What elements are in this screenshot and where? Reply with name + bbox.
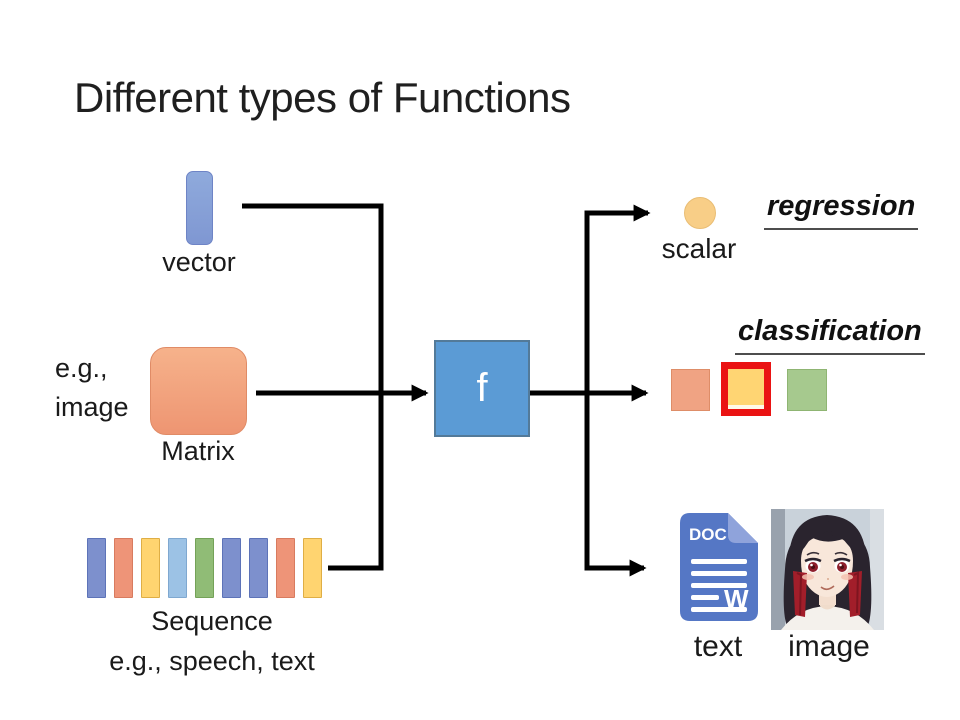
sequence-bars xyxy=(87,538,322,598)
scalar-label: scalar xyxy=(661,233,737,264)
sequence-bar xyxy=(303,538,322,598)
vector-label: vector xyxy=(162,247,236,277)
function-box: f xyxy=(434,340,530,437)
sequence-bar xyxy=(222,538,241,598)
sequence-annotation: e.g., speech, text xyxy=(109,646,315,676)
sequence-bar xyxy=(87,538,106,598)
page-title: Different types of Functions xyxy=(74,74,571,121)
sequence-bar xyxy=(114,538,133,598)
text-output-label: text xyxy=(693,630,743,663)
sequence-bar xyxy=(249,538,268,598)
matrix-annotation-line1: e.g., xyxy=(55,353,108,383)
sequence-bar xyxy=(168,538,187,598)
function-label: f xyxy=(476,366,488,410)
image-output-label: image xyxy=(788,630,870,663)
doc-file-icon: DOC W xyxy=(680,513,758,621)
sequence-bar xyxy=(141,538,160,598)
class-square-green xyxy=(787,369,827,411)
matrix-shape xyxy=(150,347,247,435)
regression-label: regression xyxy=(764,190,919,230)
class-square-orange xyxy=(671,369,710,411)
matrix-annotation-line2: image xyxy=(55,392,129,422)
anime-portrait-image xyxy=(771,509,884,630)
matrix-label: Matrix xyxy=(161,436,235,466)
scalar-shape xyxy=(684,197,716,229)
vector-shape xyxy=(186,171,213,245)
doc-w-letter: W xyxy=(724,584,749,614)
sequence-bar xyxy=(195,538,214,598)
merge-line-left xyxy=(242,203,384,571)
class-square-selected xyxy=(721,362,771,416)
doc-badge-text: DOC xyxy=(689,525,727,544)
classification-label: classification xyxy=(735,315,925,355)
sequence-label: Sequence xyxy=(151,606,273,636)
sequence-bar xyxy=(276,538,295,598)
branch-line-right xyxy=(584,204,651,568)
matrix-annotation: e.g., image xyxy=(55,349,129,427)
